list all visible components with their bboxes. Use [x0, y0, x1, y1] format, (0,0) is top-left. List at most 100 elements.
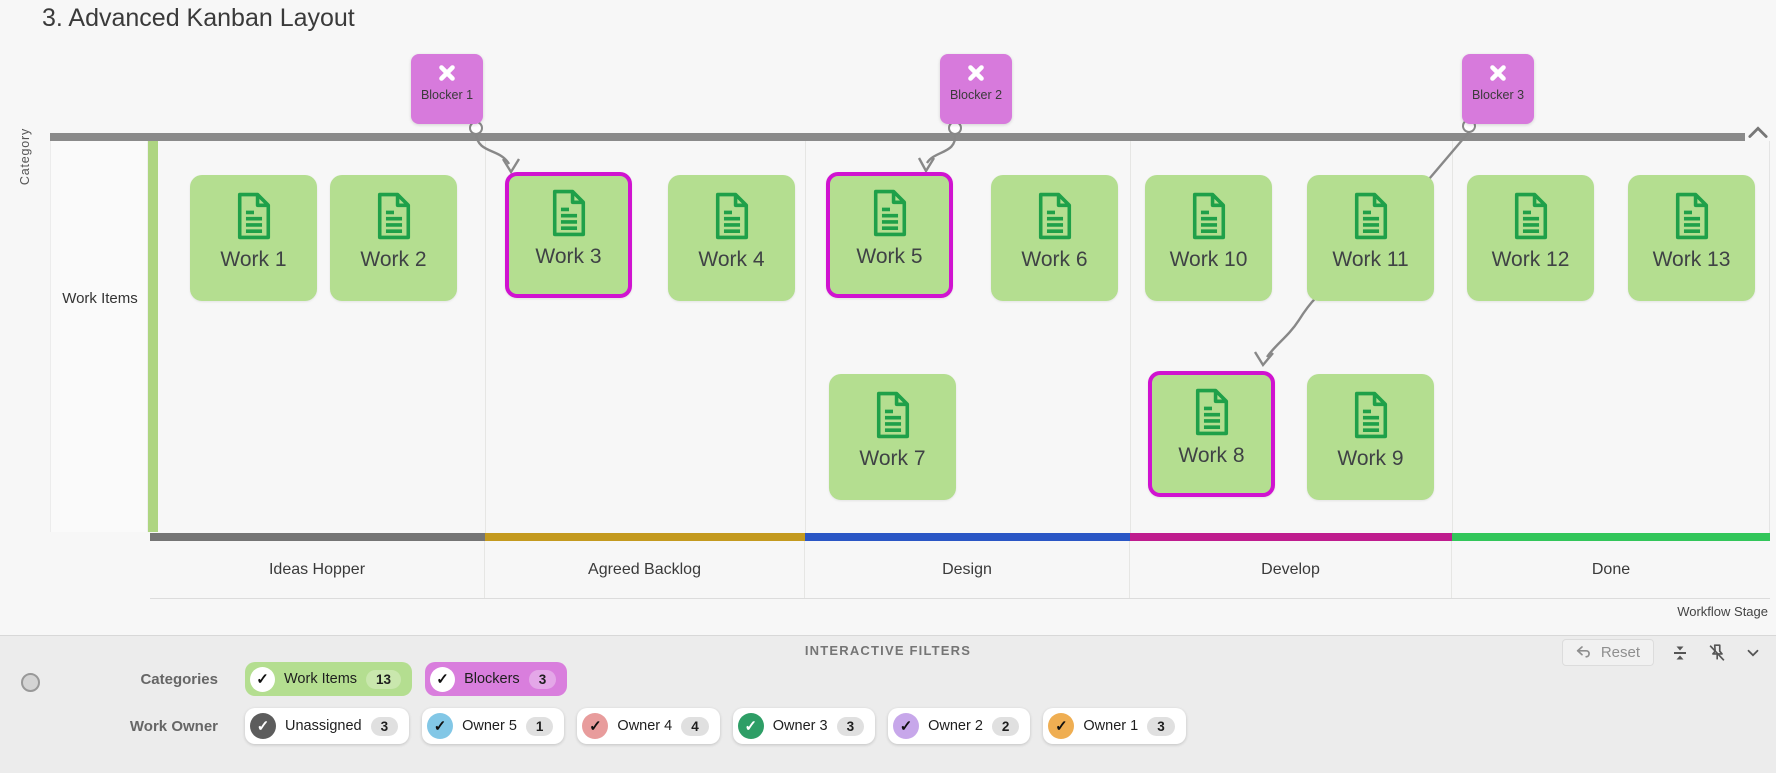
work-owner-row-label: Work Owner: [129, 717, 218, 735]
reset-button-label: Reset: [1600, 644, 1640, 661]
work-card-7[interactable]: Work 7: [829, 374, 956, 500]
work-card-label: Work 8: [1178, 444, 1245, 467]
check-icon: ✓: [582, 713, 609, 739]
reset-button[interactable]: Reset: [1561, 639, 1654, 666]
chip-label: Unassigned: [285, 718, 362, 734]
work-card-11[interactable]: Work 11: [1307, 175, 1434, 301]
column-separator: [485, 141, 486, 533]
document-icon: [871, 390, 915, 440]
workflow-stage-axis-label: Workflow Stage: [1677, 604, 1768, 619]
stage-underline: [1452, 533, 1770, 541]
blocker-card-2[interactable]: Blocker 2: [940, 54, 1012, 124]
chip-label: Work Items: [284, 671, 358, 687]
document-icon: [1190, 387, 1234, 437]
filter-chip-blockers[interactable]: ✓ Blockers 3: [425, 662, 568, 696]
work-card-label: Work 13: [1652, 248, 1731, 271]
work-card-9[interactable]: Work 9: [1307, 374, 1434, 500]
undo-icon: [1576, 646, 1593, 659]
stage-label-agreed-backlog: Agreed Backlog: [485, 541, 805, 598]
x-icon: [1487, 62, 1509, 84]
blocker-label: Blocker 3: [1471, 88, 1525, 102]
work-card-label: Work 2: [360, 248, 427, 271]
filter-chip-owner-1[interactable]: ✓ Owner 1 3: [1043, 708, 1186, 744]
pin-off-icon[interactable]: [1706, 642, 1728, 664]
document-icon: [1033, 191, 1077, 241]
chip-count-badge: 2: [991, 716, 1020, 736]
check-icon: ✓: [893, 713, 920, 739]
category-row-panel: [50, 141, 148, 532]
work-card-label: Work 5: [856, 245, 923, 268]
chip-count-badge: 4: [681, 716, 709, 736]
stage-label-develop: Develop: [1130, 541, 1452, 598]
chevron-down-icon[interactable]: [1744, 644, 1762, 662]
work-card-3-blocked[interactable]: Work 3: [505, 172, 632, 298]
column-separator: [805, 141, 806, 533]
column-separator: [1130, 141, 1131, 533]
chip-count-badge: 13: [366, 669, 402, 689]
work-card-label: Work 10: [1169, 248, 1248, 271]
work-card-label: Work 3: [535, 245, 602, 268]
check-glyph: ✓: [899, 718, 913, 735]
work-card-label: Work 11: [1332, 248, 1409, 271]
work-card-8-blocked[interactable]: Work 8: [1148, 371, 1275, 497]
board-right-border: [1769, 141, 1770, 533]
arrowhead-icon: [917, 157, 936, 174]
filter-chip-unassigned[interactable]: ✓ Unassigned 3: [245, 708, 410, 744]
document-icon: [1187, 191, 1231, 241]
work-card-2[interactable]: Work 2: [330, 175, 457, 301]
document-icon: [1349, 191, 1393, 241]
category-header-bar: [50, 133, 1745, 141]
work-card-label: Work 1: [220, 248, 287, 271]
check-icon: ✓: [427, 713, 454, 739]
chip-label: Owner 1: [1083, 718, 1139, 734]
x-icon: [436, 62, 458, 84]
work-card-13[interactable]: Work 13: [1628, 175, 1755, 301]
chip-label: Owner 4: [617, 718, 673, 734]
work-card-label: Work 6: [1021, 248, 1088, 271]
filter-chip-work-items[interactable]: ✓ Work Items 13: [245, 662, 413, 696]
work-card-6[interactable]: Work 6: [991, 175, 1118, 301]
filter-chip-owner-4[interactable]: ✓ Owner 4 4: [577, 708, 720, 744]
chip-count-badge: 1: [525, 716, 554, 736]
work-card-1[interactable]: Work 1: [190, 175, 317, 301]
category-axis-label: Category: [18, 128, 32, 186]
collapse-vertical-icon[interactable]: [1670, 643, 1690, 663]
chip-count-badge: 3: [1147, 716, 1175, 736]
column-separator: [1452, 141, 1453, 533]
check-glyph: ✓: [433, 718, 447, 735]
document-icon: [372, 191, 416, 241]
filters-controls: Reset: [1561, 639, 1762, 666]
blocker-card-1[interactable]: Blocker 1: [411, 54, 483, 124]
document-icon: [1670, 191, 1714, 241]
document-icon: [868, 188, 912, 238]
document-icon: [1509, 191, 1553, 241]
check-icon: ✓: [737, 713, 764, 739]
check-icon: ✓: [250, 713, 276, 739]
work-card-5-blocked[interactable]: Work 5: [826, 172, 953, 298]
x-icon: [965, 62, 987, 84]
category-row-label: Work Items: [62, 290, 138, 307]
work-card-4[interactable]: Work 4: [668, 175, 795, 301]
chip-label: Owner 2: [928, 718, 983, 734]
arrowhead-icon: [501, 158, 521, 175]
filter-chip-owner-2[interactable]: ✓ Owner 2 2: [888, 708, 1031, 744]
collapse-row-chevron-up-icon[interactable]: [1744, 119, 1772, 147]
work-owner-filter-row: Work Owner ✓ Unassigned 3 ✓ Owner 5 1 ✓ …: [0, 708, 1199, 744]
footer-divider: [150, 598, 1770, 599]
work-card-10[interactable]: Work 10: [1145, 175, 1272, 301]
blocker-label: Blocker 1: [420, 88, 474, 102]
stage-underline: [485, 533, 805, 541]
check-glyph: ✓: [1055, 718, 1068, 735]
check-glyph: ✓: [256, 718, 270, 735]
filter-chip-owner-3[interactable]: ✓ Owner 3 3: [732, 708, 876, 744]
arrowhead-icon: [1253, 351, 1274, 368]
blocker-card-3[interactable]: Blocker 3: [1462, 54, 1534, 124]
work-card-label: Work 12: [1491, 248, 1570, 271]
filter-chip-owner-5[interactable]: ✓ Owner 5 1: [422, 708, 565, 744]
work-card-label: Work 7: [859, 447, 926, 470]
stage-underline: [1130, 533, 1452, 541]
work-card-12[interactable]: Work 12: [1467, 175, 1594, 301]
work-card-label: Work 9: [1337, 447, 1404, 470]
page-title: 3. Advanced Kanban Layout: [42, 4, 355, 32]
check-icon: ✓: [1048, 713, 1075, 739]
